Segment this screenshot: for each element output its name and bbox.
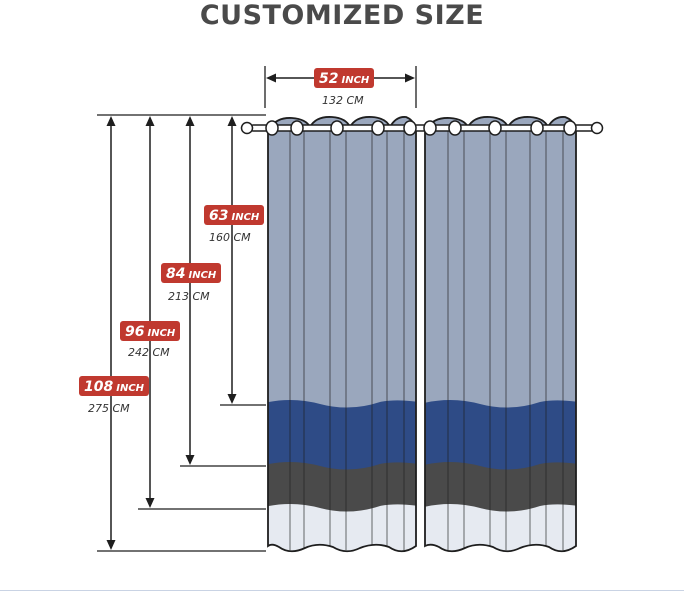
h84-inch-value: 84 bbox=[166, 266, 186, 282]
bottom-divider bbox=[0, 590, 684, 591]
height-63-cm-label: 160 CM bbox=[209, 231, 251, 244]
height-108-cm-label: 275 CM bbox=[88, 402, 130, 415]
h108-inch-value: 108 bbox=[84, 379, 114, 395]
width-inch-value: 52 bbox=[319, 71, 339, 87]
h96-inch-value: 96 bbox=[125, 324, 145, 340]
h84-inch-unit: INCH bbox=[188, 270, 217, 281]
height-reference-lines bbox=[97, 114, 266, 552]
h63-inch-value: 63 bbox=[209, 208, 229, 224]
curtain-right-panel bbox=[424, 116, 577, 553]
grommet-ring-icon bbox=[265, 120, 577, 136]
width-cm-label: 132 CM bbox=[322, 94, 364, 107]
height-96-cm-label: 242 CM bbox=[128, 346, 170, 359]
h63-inch-unit: INCH bbox=[231, 212, 260, 223]
curtain-left-panel bbox=[267, 116, 417, 553]
width-inch-unit: INCH bbox=[341, 75, 370, 86]
page-title: CUSTOMIZED SIZE bbox=[199, 0, 485, 31]
h108-inch-unit: INCH bbox=[116, 383, 145, 394]
h96-inch-unit: INCH bbox=[147, 328, 176, 339]
height-arrows bbox=[106, 116, 237, 550]
height-84-cm-label: 213 CM bbox=[168, 290, 210, 303]
